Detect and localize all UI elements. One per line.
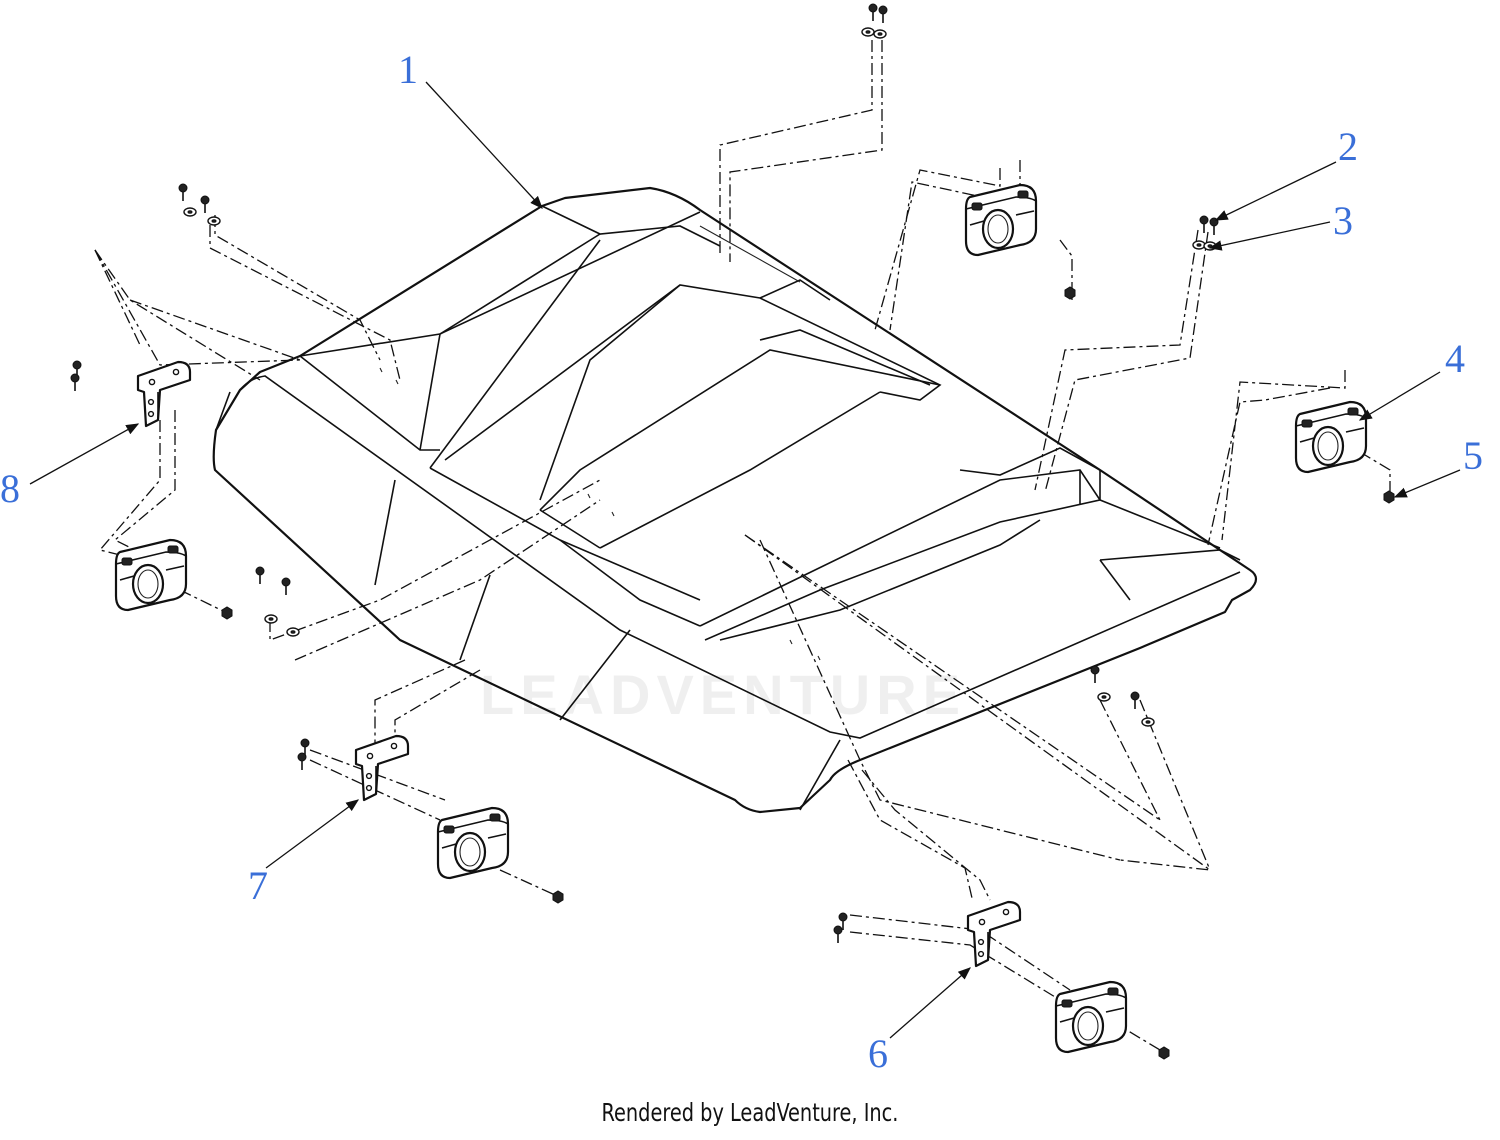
callout-1: 1: [398, 47, 418, 92]
rendered-by-footer: Rendered by LeadVenture, Inc.: [601, 1098, 899, 1127]
callout-3: 3: [1333, 198, 1353, 243]
callout-8: 8: [0, 466, 20, 511]
callout-6: 6: [868, 1031, 888, 1076]
callout-7: 7: [248, 863, 268, 908]
callout-4: 4: [1445, 336, 1465, 381]
callout-5: 5: [1463, 433, 1483, 478]
callout-2: 2: [1338, 124, 1358, 169]
leader-lines: [29, 81, 1461, 1039]
watermark-text: LEADVENTURE: [480, 663, 967, 726]
roof-panel: [212, 186, 1258, 814]
assembly-lines: [94, 40, 1391, 1051]
